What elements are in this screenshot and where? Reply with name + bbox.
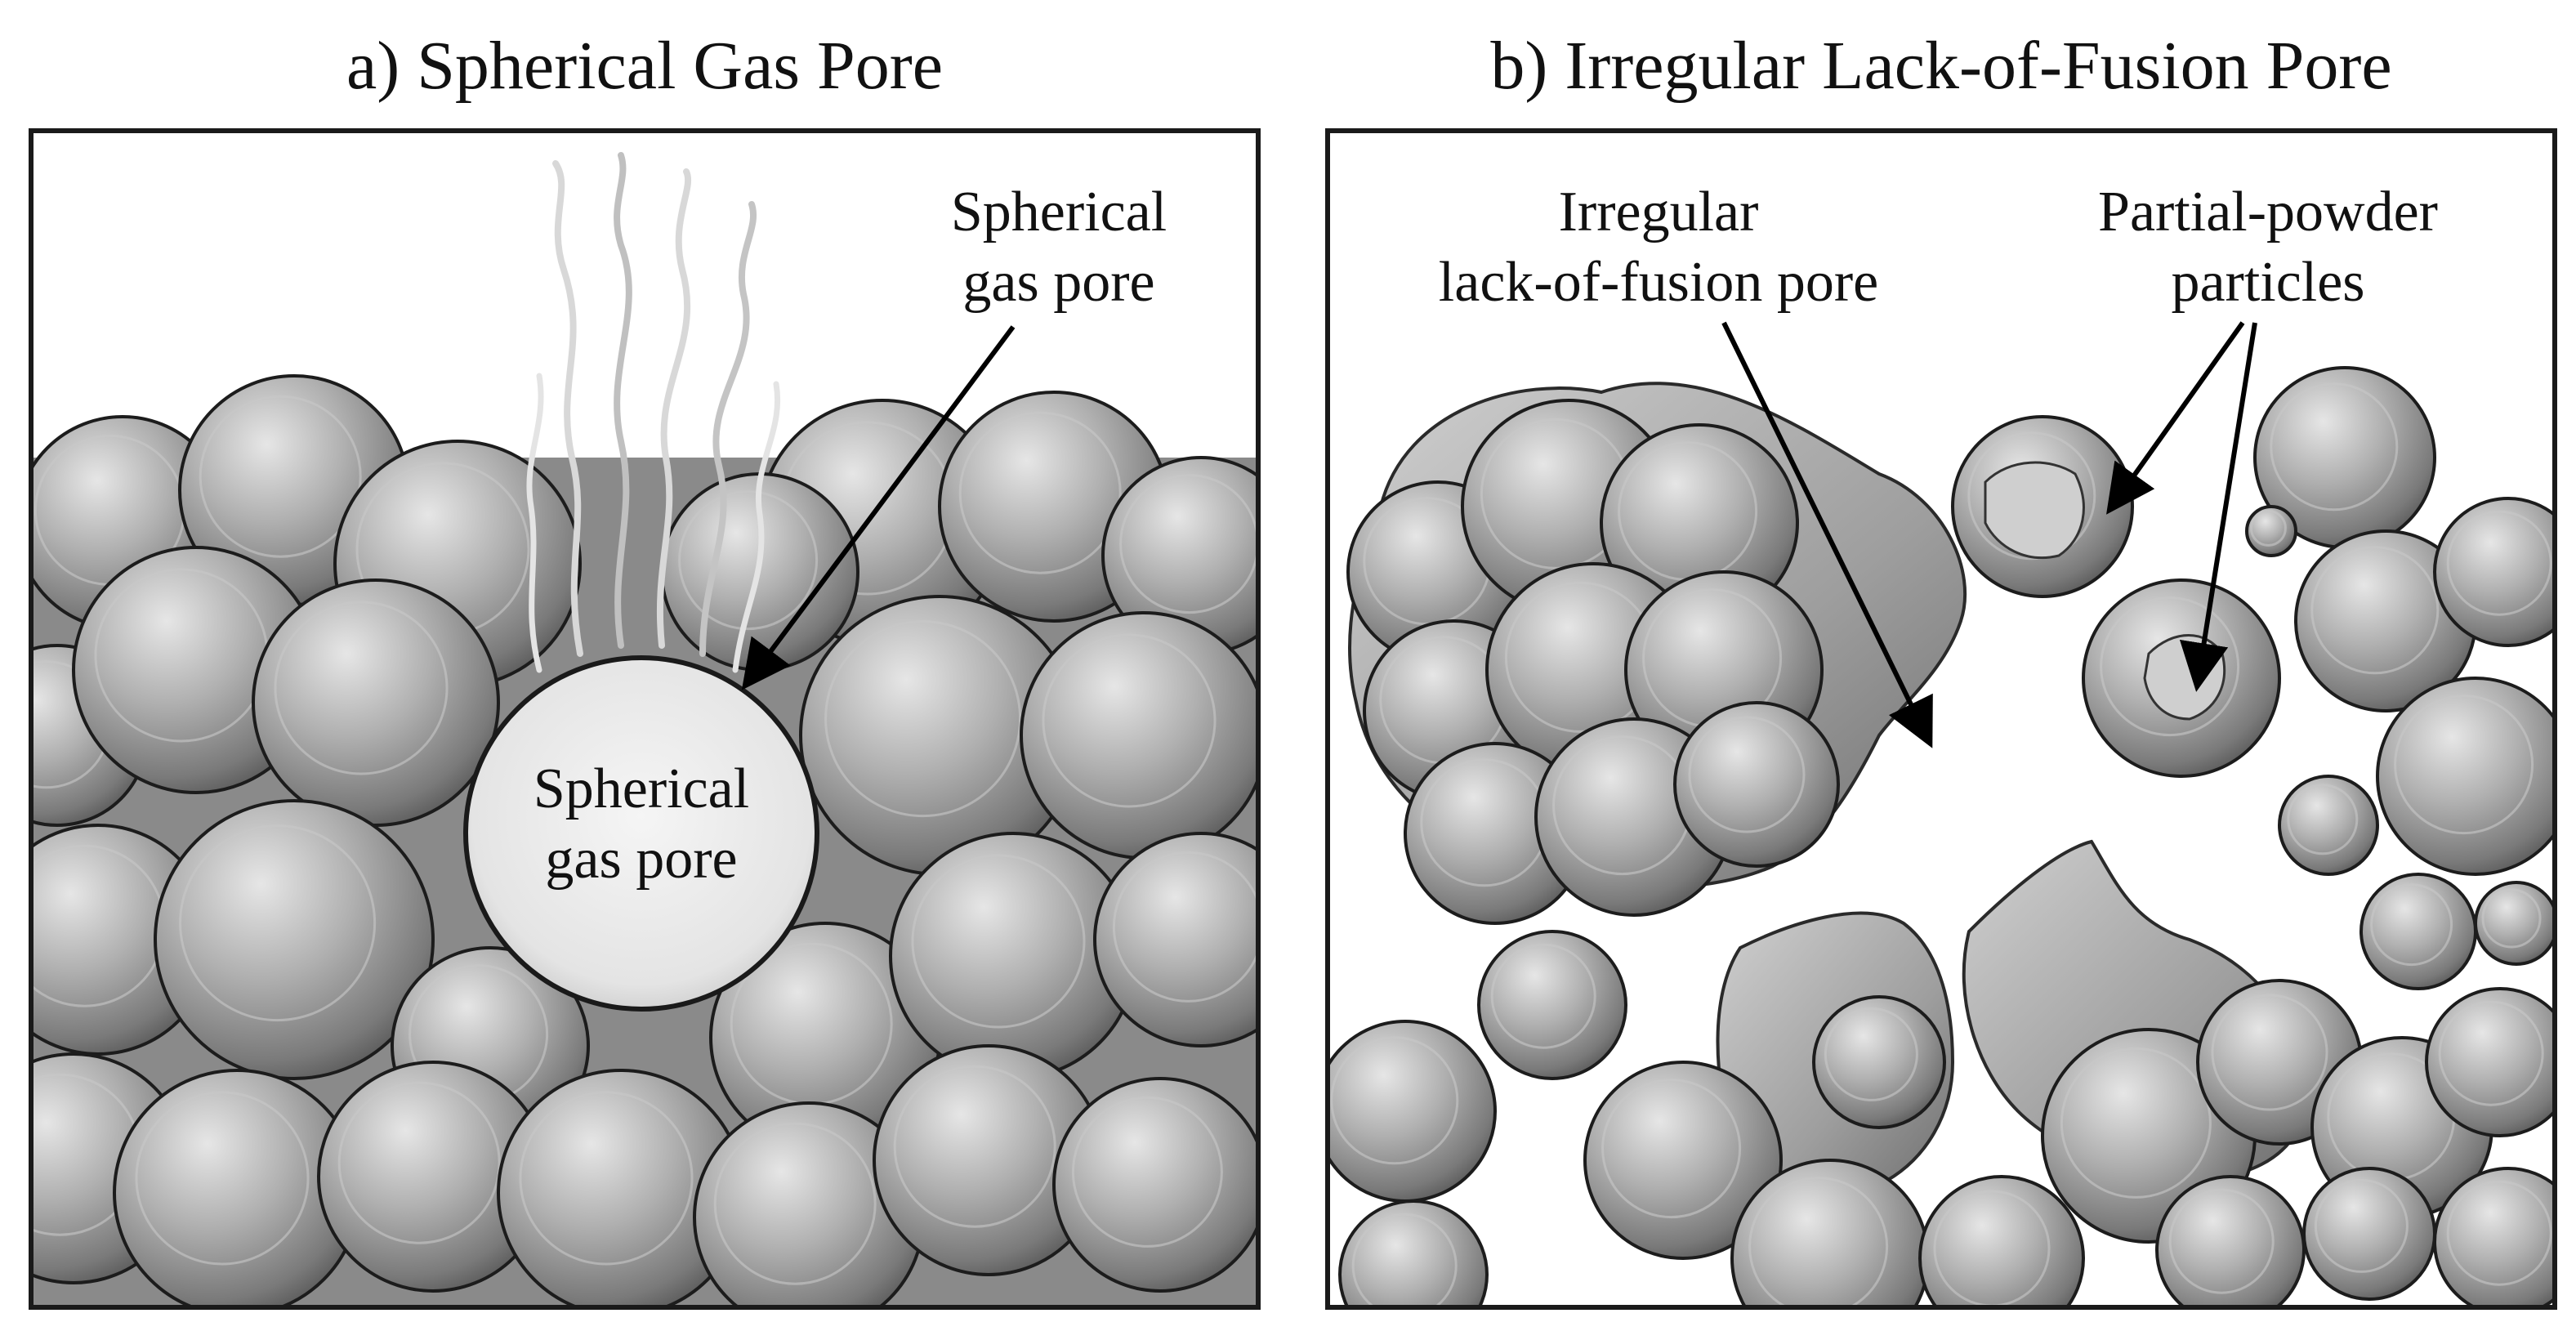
packed-particle-highlight — [893, 1065, 1056, 1228]
packed-particle-highlight — [274, 601, 449, 775]
loose-particle — [2376, 677, 2555, 876]
packed-particle-highlight — [179, 824, 377, 1022]
loose-particle-highlight — [1490, 943, 1596, 1049]
loose-particle-highlight — [2060, 1047, 2212, 1199]
callout-label-line-2: gas pore — [962, 251, 1154, 314]
loose-particle-highlight — [2370, 883, 2453, 967]
loose-particle-highlight — [2249, 509, 2287, 547]
lof-pore-label-line-2: lack-of-fusion pore — [1439, 251, 1878, 314]
loose-particle — [2278, 775, 2379, 876]
loose-particle-highlight — [1824, 1007, 1918, 1101]
gas-wisps — [526, 152, 781, 673]
gas-pore-arrow — [741, 325, 1016, 690]
packed-particle-highlight — [337, 1081, 501, 1244]
loose-particle — [2474, 881, 2555, 966]
pore-label-line-2: gas pore — [545, 828, 737, 891]
packed-particle-highlight — [1071, 1096, 1223, 1248]
packed-particle-highlight — [678, 490, 819, 631]
partial-powder-label-line-2: particles — [2171, 251, 2364, 314]
lof-pore-label-line-1: Irregular — [1559, 181, 1759, 243]
partial-powder-arrow-2 — [2179, 322, 2257, 692]
packed-particle — [1052, 1077, 1258, 1293]
partial-powder-cap-1 — [1984, 461, 2085, 560]
loose-particle-highlight — [2394, 695, 2534, 835]
panel-b-frame — [1325, 128, 2557, 1310]
packed-particle-highlight — [911, 854, 1086, 1029]
loose-particle-highlight — [2446, 510, 2552, 616]
loose-particle — [1918, 1175, 2085, 1307]
packed-particle-highlight — [519, 1091, 694, 1266]
loose-particle-highlight — [1748, 1177, 1889, 1307]
packed-particle-highlight — [1042, 633, 1217, 808]
panel-b-powder-bed — [1328, 131, 2555, 1307]
loose-particle-highlight — [1967, 431, 2096, 561]
packed-particle — [1093, 832, 1258, 1047]
packed-particle-highlight — [958, 411, 1122, 574]
panel-b-title: b) Irregular Lack-of-Fusion Pore — [1490, 28, 2391, 104]
loose-particle — [2425, 987, 2555, 1137]
loose-particle-highlight — [2287, 784, 2359, 855]
loose-particle-highlight — [2211, 994, 2328, 1111]
loose-particle — [1673, 701, 1840, 868]
loose-particle — [1583, 1061, 1783, 1260]
panel-b: b) Irregular Lack-of-Fusion Pore Irregul… — [1325, 28, 2557, 1310]
loose-particle-highlight — [1688, 716, 1806, 833]
loose-powder-particles — [1328, 366, 2555, 1307]
spherical-gas-pore — [463, 655, 819, 1012]
loose-particle-highlight — [2481, 888, 2542, 949]
loose-particle-highlight — [1351, 1213, 1458, 1307]
packed-particle — [1020, 611, 1258, 860]
callout-label-line-1: Spherical — [951, 181, 1167, 243]
loose-particle-highlight — [2438, 1000, 2544, 1106]
loose-particle-highlight — [2100, 596, 2240, 737]
loose-particle — [2359, 873, 2477, 990]
loose-particle-highlight — [2270, 382, 2399, 511]
panel-a-powder-bed — [31, 131, 1258, 1307]
loose-particle — [2155, 1175, 2306, 1307]
panel-a: a) Spherical Gas Pore Spherical gas pore… — [29, 28, 1261, 1310]
loose-particle — [1338, 1199, 1489, 1307]
loose-particle — [1477, 930, 1627, 1080]
packed-powder-particles — [31, 374, 1258, 1307]
loose-particle-highlight — [2310, 546, 2440, 675]
packed-particle-highlight — [199, 395, 362, 558]
loose-particle — [1328, 1020, 1497, 1203]
loose-particle-highlight — [2446, 1180, 2552, 1286]
partial-powder-arrow-1 — [2106, 321, 2245, 515]
panel-a-title: a) Spherical Gas Pore — [346, 28, 943, 104]
packed-particle-highlight — [713, 1122, 877, 1285]
partial-powder-label-line-1: Partial-powder — [2098, 181, 2438, 243]
packed-particle — [252, 578, 500, 827]
loose-particle-highlight — [2314, 1178, 2409, 1273]
packed-particle-highlight — [1112, 851, 1258, 1003]
loose-particle — [1730, 1159, 1930, 1307]
lof-pore-arrow — [1721, 321, 1933, 748]
loose-particle-highlight — [2168, 1188, 2275, 1294]
loose-particle — [1812, 995, 1946, 1129]
loose-particle-highlight — [1601, 1079, 1742, 1219]
loose-particle — [2302, 1167, 2436, 1301]
pore-label-line-1: Spherical — [534, 757, 749, 820]
packed-particle-highlight — [135, 1091, 310, 1266]
packed-particle — [154, 799, 435, 1080]
packed-particle-highlight — [824, 620, 1022, 818]
loose-particle — [2245, 505, 2297, 557]
loose-particle-highlight — [1330, 1036, 1459, 1165]
panel-a-frame — [29, 128, 1261, 1310]
